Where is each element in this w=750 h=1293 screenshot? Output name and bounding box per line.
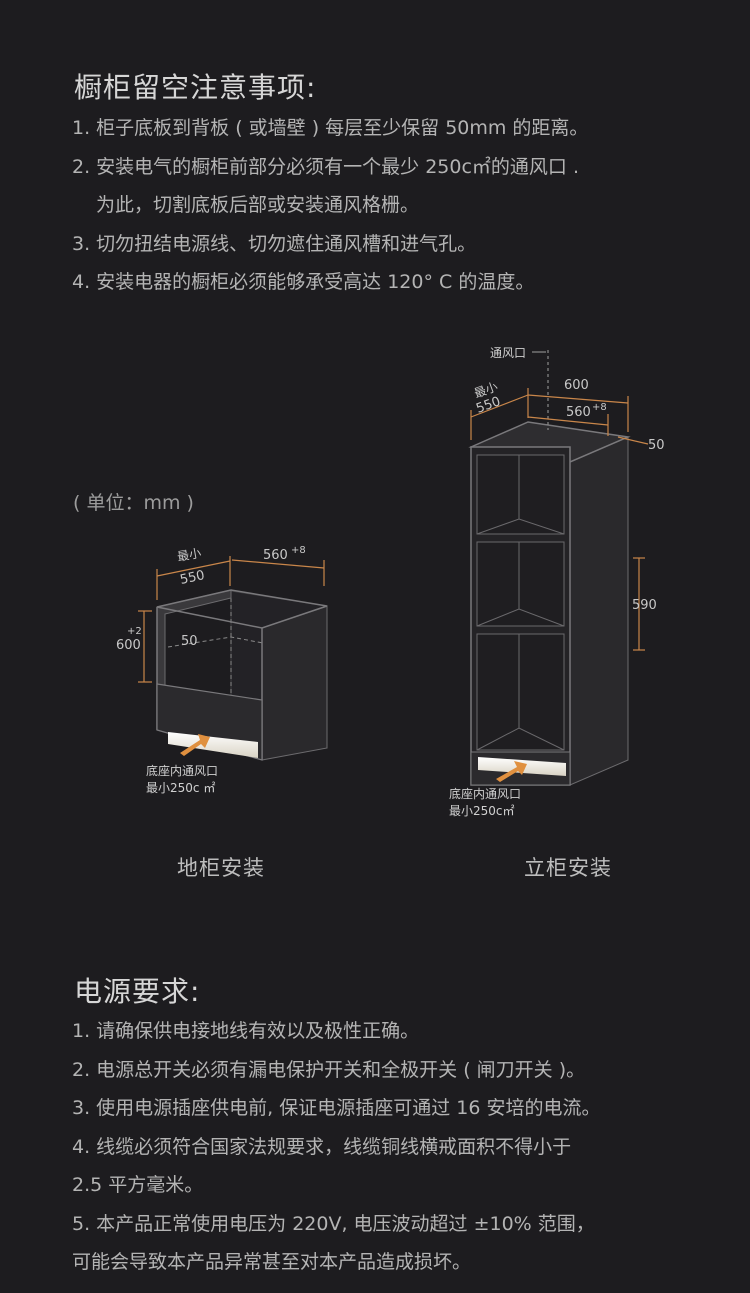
list-item: 4. 安装电器的橱柜必须能够承受高达 120° C 的温度。 xyxy=(72,271,535,293)
list-item: 3. 使用电源插座供电前, 保证电源插座可通过 16 安培的电流。 xyxy=(72,1097,601,1119)
cabinet-clearance-title: 橱柜留空注意事项: xyxy=(74,71,317,104)
tall-cabinet-dimensions xyxy=(470,350,649,651)
tall-cabinet-drawing xyxy=(468,421,631,786)
list-item: 2. 电源总开关必须有漏电保护开关和全极开关 ( 闸刀开关 )。 xyxy=(72,1058,586,1081)
dim-outer-width: 600 xyxy=(564,378,589,393)
dim-width-tol: +8 xyxy=(592,402,607,413)
tall-cabinet-caption: 立柜安装 xyxy=(524,856,612,880)
list-item: 4. 线缆必须符合国家法规要求，线缆铜线横戒面积不得小于 xyxy=(72,1135,572,1158)
vent-top-label: 通风口 xyxy=(490,346,526,360)
power-requirements-title: 电源要求: xyxy=(74,975,201,1008)
vent-label-line1: 底座内通风口 xyxy=(449,786,521,801)
dim-min-label: 最小 xyxy=(176,546,202,564)
list-item: 3. 切勿扭结电源线、切勿遮住通风槽和进气孔。 xyxy=(72,232,477,255)
list-item: 1. 请确保供电接地线有效以及极性正确。 xyxy=(72,1020,420,1042)
vent-label-line1: 底座内通风口 xyxy=(146,763,218,778)
dim-gap: 50 xyxy=(181,634,198,649)
base-cabinet-dimensions xyxy=(138,556,325,683)
dim-width-tol: +8 xyxy=(291,545,306,556)
power-requirements-list: 1. 请确保供电接地线有效以及极性正确。 2. 电源总开关必须有漏电保护开关和全… xyxy=(72,1012,601,1282)
dim-gap: 50 xyxy=(648,438,665,453)
vent-label-line2: 最小250c ㎡ xyxy=(146,781,215,795)
dim-height: 600 xyxy=(116,638,141,653)
unit-label: ( 单位：mm ) xyxy=(73,492,194,514)
list-item: 为此，切割底板后部或安装通风格栅。 xyxy=(96,194,420,216)
base-cabinet-drawing xyxy=(156,589,328,761)
dim-width: 560 xyxy=(263,548,288,563)
list-item: 5. 本产品正常使用电压为 220V, 电压波动超过 ±10% 范围， xyxy=(72,1212,595,1235)
list-item: 可能会导致本产品异常甚至对本产品造成损坏。 xyxy=(72,1251,472,1273)
dim-width: 560 xyxy=(566,405,591,420)
dim-height: 590 xyxy=(632,598,657,613)
list-item: 1. 柜子底板到背板 ( 或墙壁 ) 每层至少保留 50mm 的距离。 xyxy=(72,117,589,139)
cabinet-clearance-list: 1. 柜子底板到背板 ( 或墙壁 ) 每层至少保留 50mm 的距离。 2. 安… xyxy=(72,109,588,302)
list-item: 2.5 平方毫米。 xyxy=(72,1174,204,1196)
list-item: 2. 安装电气的橱柜前部分必须有一个最少 250c㎡的通风口 . xyxy=(72,155,579,178)
base-cabinet-caption: 地柜安装 xyxy=(177,856,265,880)
installation-diagrams: 最小 550 560 +8 +2 600 50 底座内通风口 最小250c ㎡ xyxy=(116,346,665,818)
dim-depth: 550 xyxy=(179,568,206,588)
dim-height-tol: +2 xyxy=(127,626,142,637)
vent-label-line2: 最小250c㎡ xyxy=(449,804,515,818)
